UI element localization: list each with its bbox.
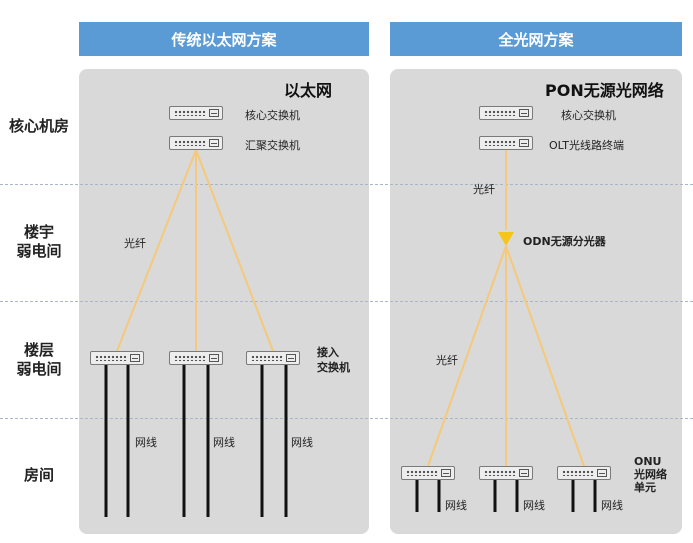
row-divider-2 — [0, 301, 693, 302]
network-switch-icon — [479, 106, 533, 120]
pon-cables — [415, 480, 597, 512]
network-switch-icon — [169, 106, 223, 120]
ethernet-cable-label-2: 网线 — [213, 436, 235, 449]
row-label-floor-line1: 楼层 — [23, 341, 54, 359]
ethernet-aggregation-switch-label: 汇聚交换机 — [245, 139, 300, 152]
splitter-triangle-icon — [498, 232, 514, 246]
network-switch-icon — [479, 136, 533, 150]
ethernet-title: 以太网 — [284, 81, 333, 100]
pon-fiber-lower-label: 光纤 — [436, 354, 458, 367]
row-label-building-line2: 弱电间 — [16, 242, 62, 260]
pon-olt-label: OLT光线路终端 — [549, 139, 624, 152]
pon-cable-label-2: 网线 — [523, 499, 545, 512]
ethernet-cable-label-3: 网线 — [291, 436, 313, 449]
row-label-building-line1: 楼宇 — [23, 223, 54, 241]
row-label-core: 核心机房 — [8, 117, 69, 135]
pon-fiber-3 — [505, 245, 585, 467]
network-switch-icon — [246, 351, 300, 365]
ethernet-core-switch-label: 核心交换机 — [245, 109, 300, 122]
pon-fiber-1 — [427, 245, 507, 467]
ethernet-fiber-label: 光纤 — [124, 237, 146, 250]
row-label-building: 楼宇 弱电间 — [0, 223, 78, 261]
pon-cable-label-1: 网线 — [445, 499, 467, 512]
pon-onu-line2: 光网络 — [634, 468, 667, 481]
ethernet-cables — [104, 365, 288, 517]
network-switch-icon — [479, 466, 533, 480]
row-label-floor-line2: 弱电间 — [16, 360, 62, 378]
pon-title: PON无源光网络 — [545, 81, 664, 100]
row-divider-1 — [0, 184, 693, 185]
ethernet-access-switch-line1: 接入 — [317, 346, 339, 359]
network-switch-icon — [169, 351, 223, 365]
header-all-optical: 全光网方案 — [390, 22, 682, 56]
pon-odn-label: ODN无源分光器 — [523, 235, 606, 248]
pon-onu-label: ONU 光网络 单元 — [634, 455, 667, 494]
pon-fiber-upper-label: 光纤 — [473, 183, 495, 196]
network-switch-icon — [401, 466, 455, 480]
network-switch-icon — [90, 351, 144, 365]
pon-onu-line3: 单元 — [634, 481, 656, 494]
network-switch-icon — [557, 466, 611, 480]
row-label-room: 房间 — [23, 466, 54, 484]
pon-cable-label-3: 网线 — [601, 499, 623, 512]
row-divider-3 — [0, 418, 693, 419]
pon-core-switch-label: 核心交换机 — [561, 109, 616, 122]
ethernet-fiber-1 — [116, 149, 197, 352]
row-label-floor: 楼层 弱电间 — [0, 341, 78, 379]
pon-onu-line1: ONU — [634, 455, 662, 468]
ethernet-cable-label-1: 网线 — [135, 436, 157, 449]
header-traditional-ethernet: 传统以太网方案 — [79, 22, 369, 56]
network-switch-icon — [169, 136, 223, 150]
ethernet-access-switch-line2: 交换机 — [317, 361, 350, 374]
ethernet-fiber-3 — [195, 149, 274, 352]
ethernet-access-switch-label: 接入 交换机 — [317, 345, 350, 375]
